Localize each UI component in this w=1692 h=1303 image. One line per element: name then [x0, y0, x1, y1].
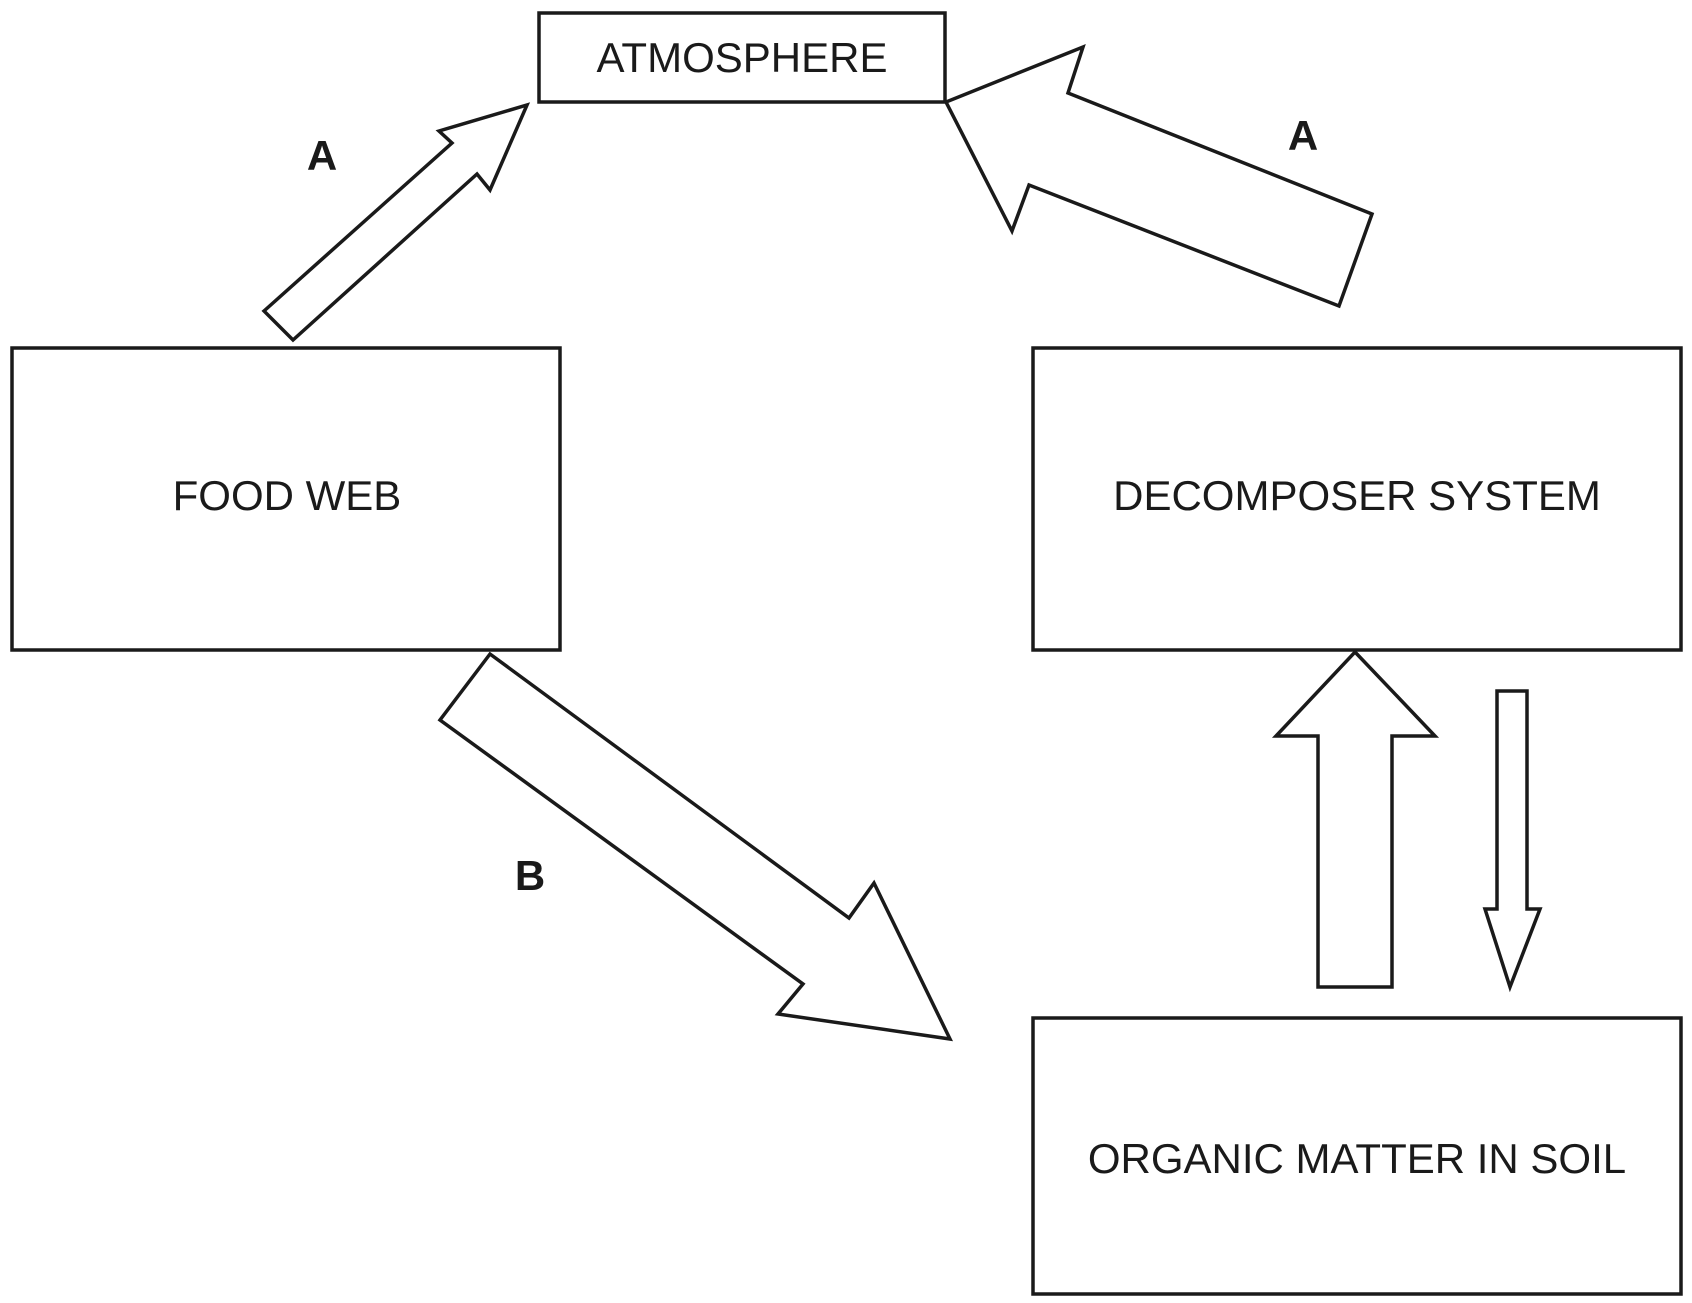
- flow-label-decomposer-atmosphere: A: [1288, 112, 1318, 159]
- food-web-node: FOOD WEB: [10, 346, 562, 652]
- food-web-to-atmosphere-arrow: [261, 102, 531, 343]
- decomposer-system-label: DECOMPOSER SYSTEM: [1113, 472, 1601, 519]
- flow-label-food-web-soil: B: [515, 852, 545, 899]
- food-web-to-soil-arrow: [437, 651, 954, 1042]
- decomposer-to-soil-arrow: [1482, 689, 1543, 993]
- flow-label-food-web-atmosphere: A: [307, 132, 337, 179]
- food-web-label: FOOD WEB: [173, 472, 402, 519]
- decomposer-system-node: DECOMPOSER SYSTEM: [1031, 346, 1683, 652]
- organic-matter-label: ORGANIC MATTER IN SOIL: [1088, 1135, 1626, 1182]
- decomposer-to-atmosphere-arrow: [943, 43, 1375, 309]
- atmosphere-node: ATMOSPHERE: [537, 11, 947, 104]
- atmosphere-label: ATMOSPHERE: [597, 34, 888, 81]
- soil-to-decomposer-arrow: [1271, 649, 1440, 989]
- organic-matter-node: ORGANIC MATTER IN SOIL: [1031, 1016, 1683, 1296]
